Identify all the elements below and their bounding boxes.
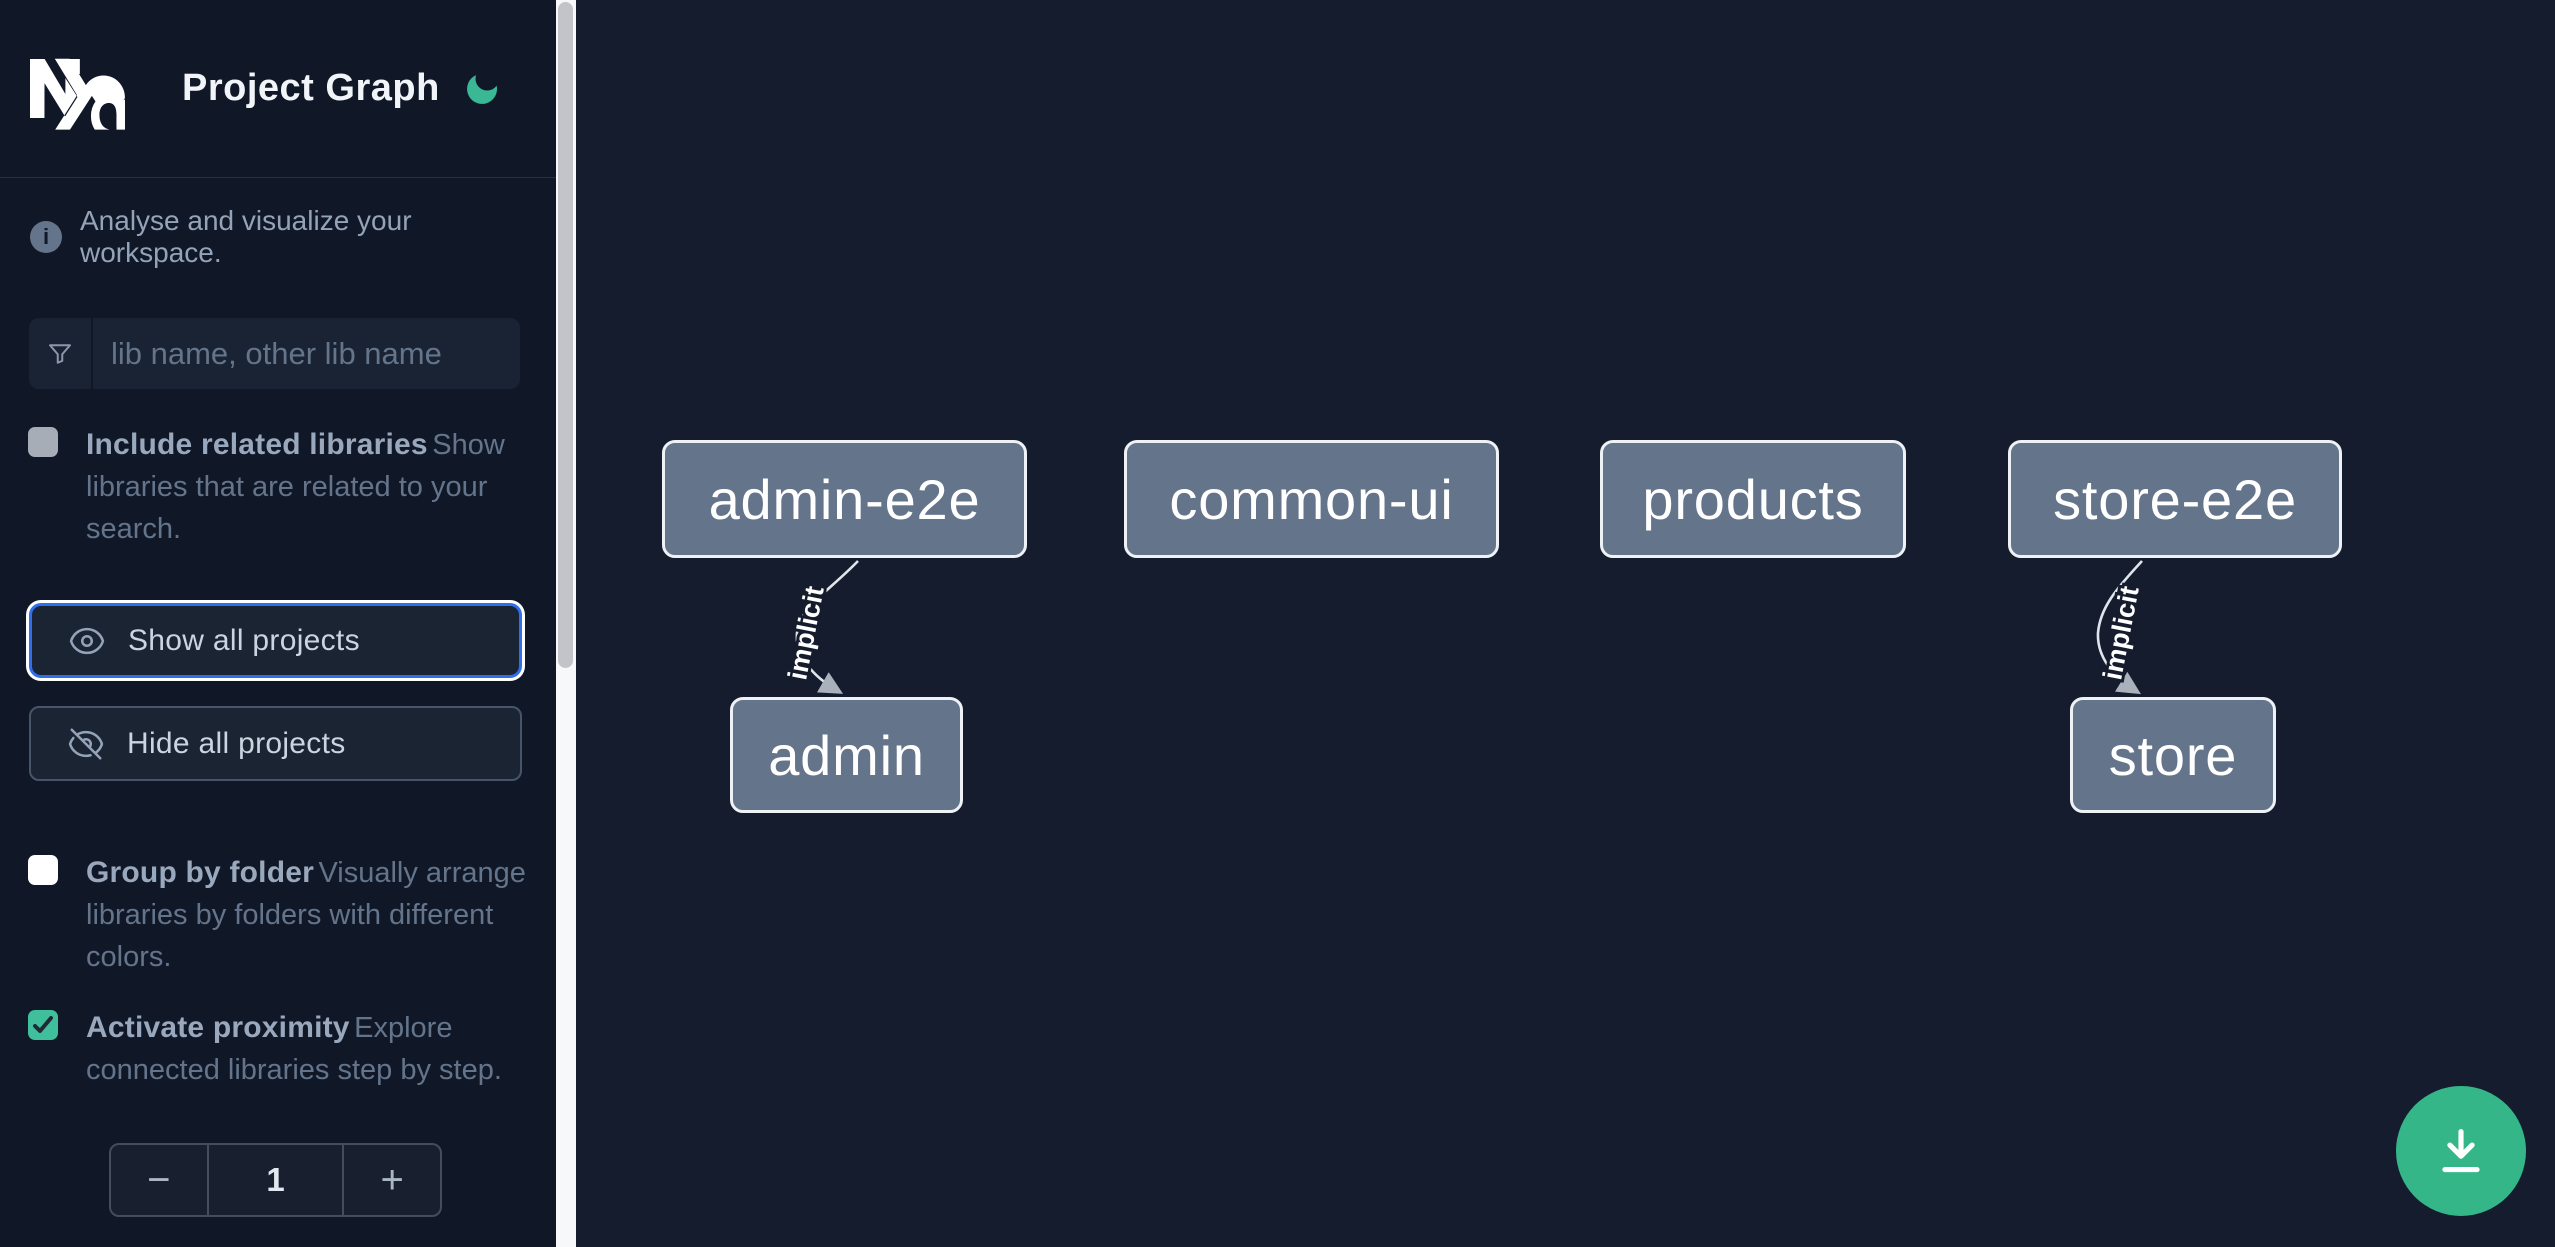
search-filter <box>29 318 520 389</box>
hide-all-projects-button[interactable]: Hide all projects <box>29 706 522 781</box>
activate-proximity-checkbox[interactable] <box>28 1010 58 1040</box>
group-by-folder-description: Visually arrange libraries by folders wi… <box>86 857 526 973</box>
graph-edges: implicit implicit <box>779 560 2148 695</box>
info-icon: i <box>30 221 62 253</box>
eye-icon <box>69 627 105 654</box>
group-by-folder-label: Group by folder <box>86 856 314 889</box>
edge-label-implicit-admin: implicit <box>782 584 829 683</box>
activate-proximity-description: Explore connected libraries step by step… <box>86 1012 502 1086</box>
download-graph-button[interactable] <box>2396 1086 2526 1216</box>
nx-logo <box>30 58 125 130</box>
proximity-increment-button[interactable]: + <box>344 1145 440 1215</box>
workspace-info: i Analyse and visualize your workspace. <box>30 205 530 269</box>
edge-label-implicit-store: implicit <box>2097 584 2144 683</box>
graph-node-common-ui[interactable]: common-ui <box>1124 440 1499 558</box>
moon-icon <box>467 75 498 104</box>
sidebar: Project Graph i Analyse and visualize yo… <box>0 0 556 1247</box>
edge-store-e2e-to-store <box>2096 560 2143 695</box>
sidebar-scrollbar-track[interactable] <box>556 0 576 1247</box>
edge-admin-e2e-to-admin <box>795 560 859 694</box>
option-group-by-folder: Group by folder Visually arrange librari… <box>28 852 528 978</box>
show-all-projects-button[interactable]: Show all projects <box>29 603 522 678</box>
include-related-description: Show libraries that are related to your … <box>86 429 505 545</box>
proximity-depth-value: 1 <box>206 1145 345 1215</box>
graph-node-admin[interactable]: admin <box>730 697 963 813</box>
graph-node-store-e2e[interactable]: store-e2e <box>2008 440 2342 558</box>
graph-node-store[interactable]: store <box>2070 697 2276 813</box>
funnel-filter-icon <box>29 318 93 389</box>
workspace-tagline: Analyse and visualize your workspace. <box>80 205 412 268</box>
proximity-depth-stepper: − 1 + <box>109 1143 442 1217</box>
download-icon <box>2442 1129 2480 1173</box>
eye-slash-icon <box>68 727 104 760</box>
group-by-folder-checkbox[interactable] <box>28 855 58 885</box>
sidebar-header: Project Graph <box>0 0 556 178</box>
proximity-decrement-button[interactable]: − <box>111 1145 207 1215</box>
include-related-checkbox[interactable] <box>28 427 58 457</box>
search-input[interactable] <box>93 318 520 389</box>
checkmark-icon <box>33 1016 53 1033</box>
option-activate-proximity: Activate proximity Explore connected lib… <box>28 1007 528 1091</box>
theme-toggle-button[interactable] <box>462 69 502 109</box>
project-graph-canvas[interactable]: implicit implicit admin-e2e common-ui pr… <box>576 0 2555 1247</box>
hide-all-projects-label: Hide all projects <box>127 726 346 760</box>
include-related-label: Include related libraries <box>86 428 428 461</box>
activate-proximity-label: Activate proximity <box>86 1011 350 1044</box>
graph-node-products[interactable]: products <box>1600 440 1906 558</box>
graph-node-admin-e2e[interactable]: admin-e2e <box>662 440 1027 558</box>
option-include-related: Include related libraries Show libraries… <box>28 424 528 550</box>
page-title: Project Graph <box>182 67 440 109</box>
show-all-projects-label: Show all projects <box>128 623 360 657</box>
sidebar-scrollbar-thumb[interactable] <box>558 2 573 668</box>
